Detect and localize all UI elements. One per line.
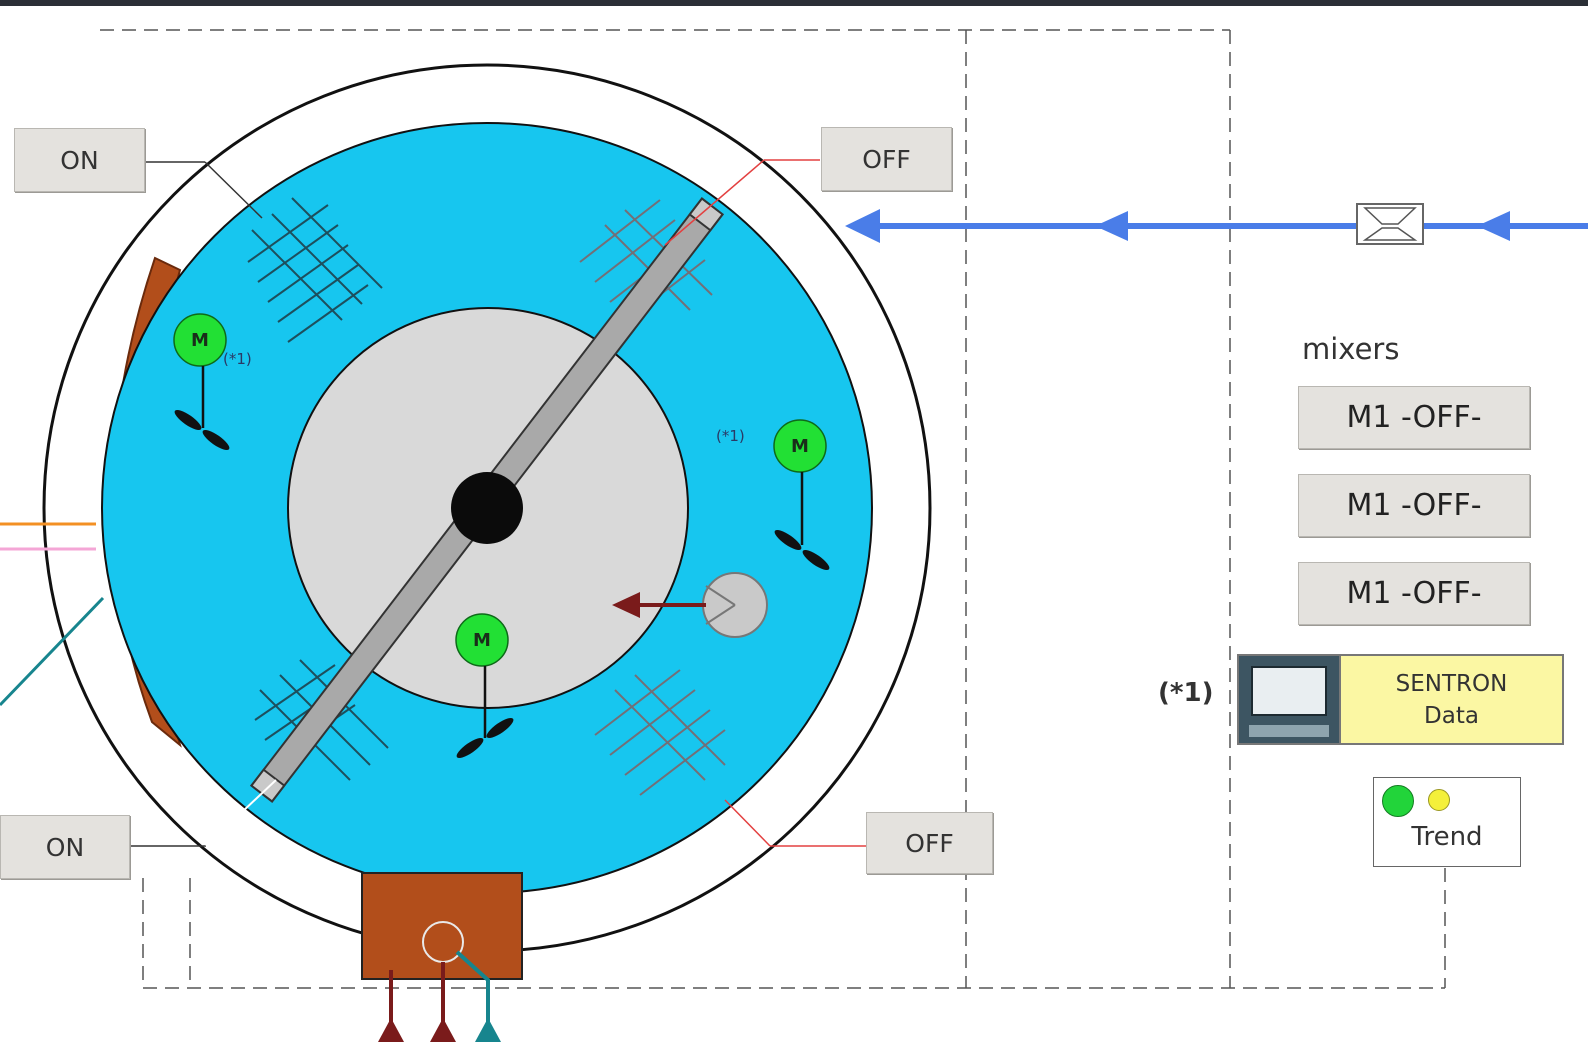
sentron-data-button[interactable]: SENTRON Data <box>1237 654 1564 745</box>
inflow-line <box>845 203 1588 245</box>
power-meter-icon <box>1239 656 1341 743</box>
status-yellow-icon <box>1428 789 1450 811</box>
sentron-marker: (*1) <box>1158 678 1214 708</box>
svg-text:(*1): (*1) <box>223 350 252 368</box>
mixer-motor-3[interactable]: M <box>454 613 516 761</box>
svg-text:M: M <box>191 330 209 351</box>
scraper-grid-top-left <box>247 197 383 343</box>
inlet-flow-arrow <box>612 592 640 618</box>
mixer-1-button[interactable]: M1 -OFF- <box>1298 386 1530 449</box>
trend-button[interactable]: Trend <box>1373 777 1521 867</box>
sentron-line2: Data <box>1424 702 1479 729</box>
on-button-bottom[interactable]: ON <box>0 815 130 879</box>
status-green-icon <box>1382 785 1414 817</box>
on-button-top[interactable]: ON <box>14 128 145 192</box>
mixer-3-button[interactable]: M1 -OFF- <box>1298 562 1530 625</box>
mixers-heading: mixers <box>1302 332 1400 366</box>
svg-text:M: M <box>473 630 491 651</box>
off-button-bottom[interactable]: OFF <box>866 812 993 874</box>
scraper-grid-bottom-right <box>594 669 726 796</box>
sentron-line1: SENTRON <box>1395 670 1508 697</box>
bridge-hub <box>451 472 523 544</box>
svg-text:M: M <box>791 436 809 457</box>
sludge-outlet-pipes <box>378 950 501 1042</box>
svg-text:(*1): (*1) <box>716 427 745 445</box>
window-top-bar <box>0 0 1588 6</box>
mixer-2-button[interactable]: M1 -OFF- <box>1298 474 1530 537</box>
mixer-motor-2[interactable]: M (*1) <box>716 419 832 573</box>
pipe-teal <box>0 596 105 707</box>
trend-label: Trend <box>1411 822 1483 852</box>
mixer-motor-1[interactable]: M (*1) <box>172 313 252 453</box>
off-button-top[interactable]: OFF <box>821 127 952 191</box>
